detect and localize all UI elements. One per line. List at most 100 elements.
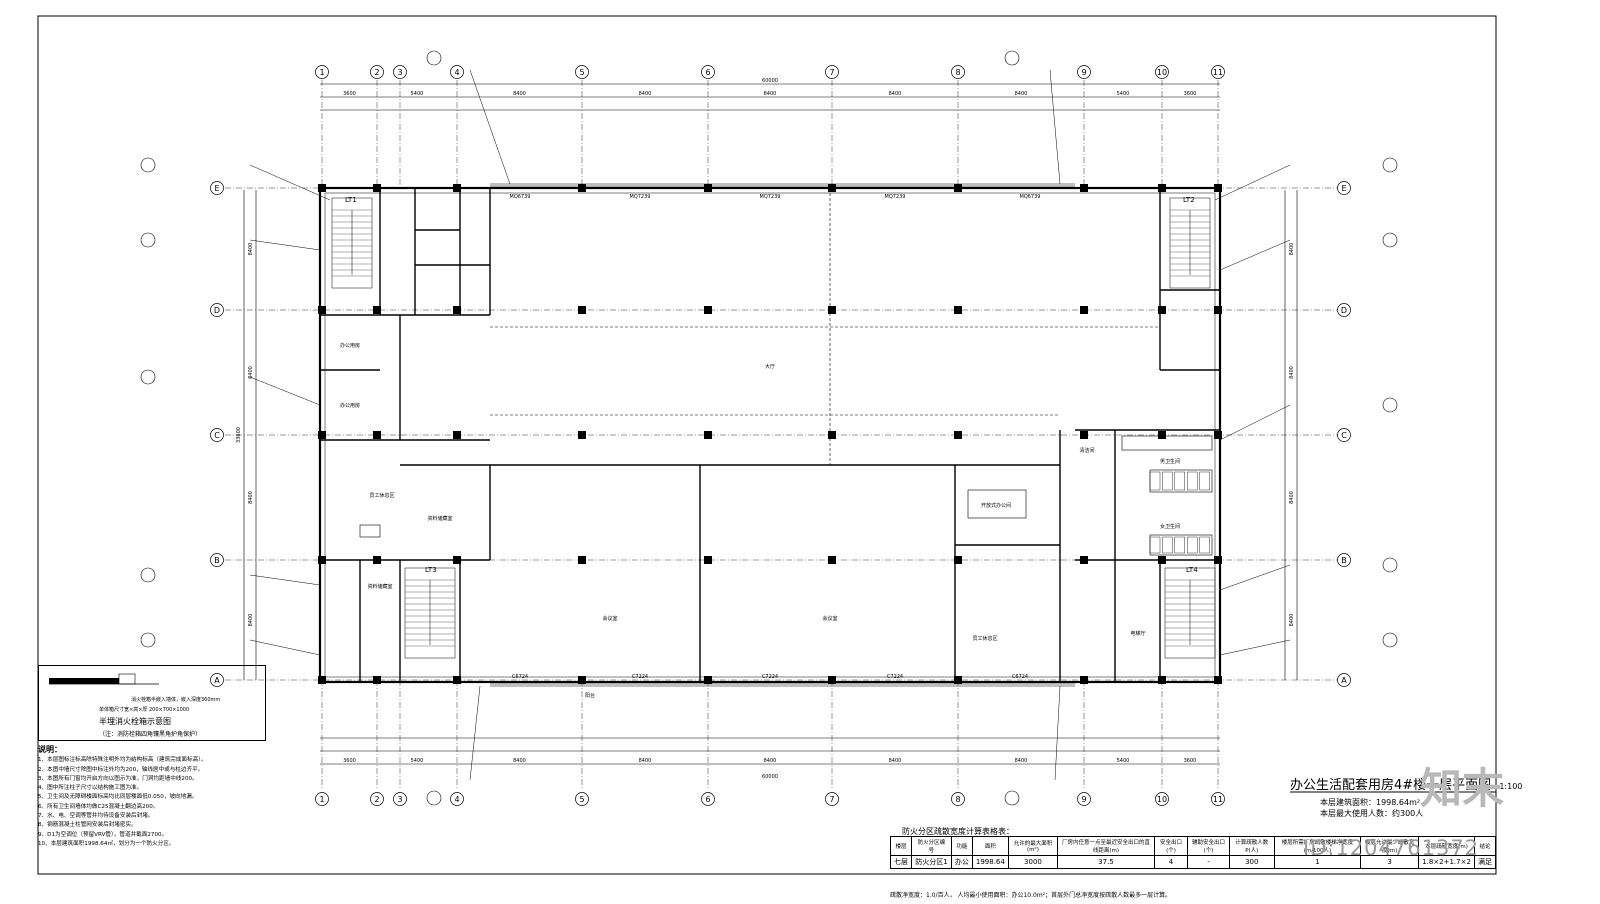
column [1080,184,1088,192]
column [1214,306,1222,314]
grid-bubble [210,673,224,687]
note-item: 4、图中所注柱子尺寸以结构施工图为准。 [38,785,143,792]
grid-bubble [825,65,839,79]
grid-bubble [1211,65,1225,79]
room-label-office2: 办公用房 [340,402,360,409]
grid-bubble [825,792,839,806]
table-header-cell: 辅助安全出口(个) [1187,836,1230,856]
dim-text: 8400 [889,758,902,764]
grid-bubble [1155,65,1169,79]
column [1158,184,1166,192]
grid-bubble-label: 10 [1157,68,1167,77]
grid-bubble-label: C [1341,431,1347,440]
door-tag-top: MQ7239 [760,194,781,200]
grid-bubble-label: 11 [1213,68,1223,77]
wc-stall [1199,471,1210,491]
column [453,676,461,684]
wc-stall [1186,471,1198,491]
grid-bubble [1337,553,1351,567]
table-cell: 七层 [890,855,912,869]
table-footer: 疏散净宽度：1.0/百人， 人均最小使用面积：办公10.0m²；首层外门总净宽度… [890,892,1172,899]
note-item: 7、水、电、空调等管井均待设备安装后封堵。 [38,813,154,820]
column [828,431,836,439]
hydrant-sketch [49,673,159,685]
column [1158,676,1166,684]
door-tag-bottom: C6724 [1012,674,1028,680]
dim-text: 8400 [639,758,652,764]
column [318,306,326,314]
column [373,676,381,684]
column [453,306,461,314]
callout-bubbles [140,50,1398,806]
wc-stall [1186,536,1198,554]
column [578,431,586,439]
grid-bubble-label: B [1341,556,1347,565]
grid-bubble-label: 7 [829,795,834,804]
grid-bubble [210,553,224,567]
floor-area: 本层建筑面积：1998.64m² [1320,798,1421,807]
column [1080,431,1088,439]
table-cell: 300 [1228,855,1275,869]
grid-bubble-label: 4 [454,68,459,77]
grid-bubble-label: 1 [319,68,324,77]
column [1214,556,1222,564]
grid-bubble [1155,792,1169,806]
hydrant-note: （注：消防栓箱四角镶黑角护角保护） [99,731,202,738]
table-header-cell: 楼层允许最少疏散宽度(m) [1360,836,1420,856]
dim-text: 8400 [513,758,526,764]
column [704,556,712,564]
column [1214,184,1222,192]
dim-text: 8400 [1015,758,1028,764]
glazing [490,183,1075,687]
room-label-meeting_l: 会议室 [602,615,617,622]
stair-lt2 [1169,197,1211,289]
grid-bubble-label: 1 [319,795,324,804]
grid-bubble-label: D [214,306,220,315]
grid-bubble [210,428,224,442]
table-header-cell: 允许的最大面积(m²) [1007,836,1059,856]
dim-text: 8400 [1015,91,1028,97]
wc-stall [1162,536,1173,554]
grid-bubble-label: 8 [955,795,960,804]
grid-bubble-label: 5 [579,795,584,804]
room-label-womens_wc: 女卫生间 [1160,523,1180,530]
table-header-cell: 安全出口(个) [1153,836,1189,856]
grid-bubble [450,792,464,806]
table-header-cell: 楼层 [890,836,912,856]
column [828,556,836,564]
column [453,184,461,192]
grid-bubble [701,792,715,806]
wc-stall [1149,471,1161,491]
dim-text: 8400 [1289,366,1295,379]
grid-bubble [1077,65,1091,79]
grid-bubble-label: 11 [1213,795,1223,804]
room-label-mens_wc: 男卫生间 [1160,458,1180,465]
table-cell: 3 [1360,855,1420,869]
grid-bubble-label: 3 [397,795,402,804]
max-occupancy: 本层最大使用人数：约300人 [1320,809,1424,818]
door-tag-bottom: C6724 [512,674,528,680]
note-item: 6、所有卫生间墙体均做C25混凝土翻边高200。 [38,803,159,810]
grid-bubble-label: E [214,184,219,193]
dim-text: 5400 [411,91,424,97]
column [453,556,461,564]
column [318,676,326,684]
note-item: 8、钢筋混凝土柱管网安装后封堵密实。 [38,822,137,829]
wc-stall [1149,536,1161,554]
interior-walls [320,188,1220,682]
column [1214,676,1222,684]
grid-bubble-label: 2 [374,68,379,77]
wc-stall [1174,471,1186,491]
grid-bubble [370,792,384,806]
column [954,556,962,564]
column [1080,306,1088,314]
table-cell: 37.5 [1057,855,1155,869]
room-label-material: 资料储藏室 [427,515,452,522]
column [373,306,381,314]
column [954,306,962,314]
column [954,184,962,192]
grid-bubble-label: A [214,676,220,685]
general-notes: 说明： 1、本层图标注标高除特殊注明外均为结构标高（建筑完成面标高）。2、本图中… [38,745,266,849]
